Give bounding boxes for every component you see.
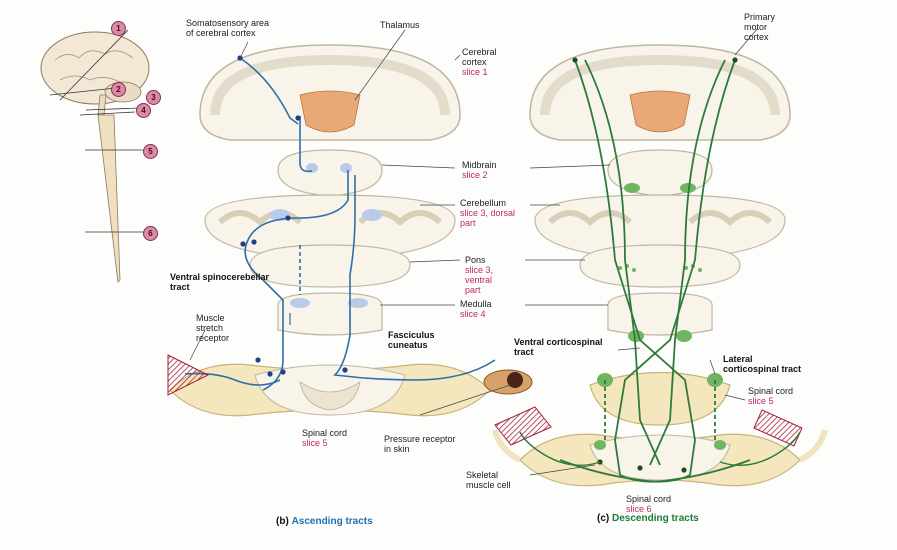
reference-brain xyxy=(41,30,149,282)
primary-motor-cortex-label: Primary motor cortex xyxy=(744,12,788,42)
spinal-cord-b-label: Spinal cord xyxy=(302,428,347,438)
ascending-pons-slice xyxy=(250,245,410,287)
medulla-label: Medulla xyxy=(460,299,492,309)
midbrain-slice-label: slice 2 xyxy=(462,170,488,180)
ascending-medulla-slice xyxy=(278,293,382,335)
midbrain-label: Midbrain xyxy=(462,160,497,170)
cerebral-cortex-slice-label: slice 1 xyxy=(462,67,488,77)
descending-medulla-slice xyxy=(608,293,712,342)
level-marker-3: 3 xyxy=(146,90,161,105)
thalamus-shape xyxy=(300,91,360,132)
level-marker-5: 5 xyxy=(143,144,158,159)
level-marker-6: 6 xyxy=(143,226,158,241)
somatosensory-label: Somatosensory area of cerebral cortex xyxy=(186,18,278,38)
caption-descending-title: Descending tracts xyxy=(612,513,699,524)
caption-descending: (c) Descending tracts xyxy=(597,513,699,524)
caption-ascending: (b) Ascending tracts xyxy=(276,516,373,527)
spinal-cord-c5-slice-label: slice 5 xyxy=(748,396,774,406)
skeletal-muscle-label: Skeletal muscle cell xyxy=(466,470,526,490)
fasciculus-cuneatus-label: Fasciculus cuneatus xyxy=(388,330,450,350)
skeletal-muscle-left-shape xyxy=(495,407,551,445)
muscle-stretch-receptor-label: Muscle stretch receptor xyxy=(196,313,244,343)
cerebral-cortex-label: Cerebral cortex xyxy=(462,47,506,67)
pons-slice-label: slice 3, ventral part xyxy=(465,265,510,295)
level-marker-1: 1 xyxy=(111,21,126,36)
descending-midbrain-slice xyxy=(608,150,712,196)
descending-spinal-cord5-slice xyxy=(590,373,730,426)
medulla-slice-label: slice 4 xyxy=(460,309,486,319)
descending-pons-slice xyxy=(580,245,740,287)
lateral-corticospinal-label: Lateral corticospinal tract xyxy=(723,354,809,374)
level-marker-2: 2 xyxy=(111,82,126,97)
pressure-receptor-label: Pressure receptor in skin xyxy=(384,434,464,454)
spinal-cord-c6-label: Spinal cord xyxy=(626,494,671,504)
descending-cortex-slice xyxy=(530,45,790,140)
caption-ascending-title: Ascending tracts xyxy=(292,516,373,527)
ascending-midbrain-slice xyxy=(278,150,382,196)
level-marker-4: 4 xyxy=(136,103,151,118)
spinal-cord-b-slice-label: slice 5 xyxy=(302,438,328,448)
cerebellum-slice-label: slice 3, dorsal part xyxy=(460,208,520,228)
caption-ascending-part: (b) xyxy=(276,516,289,527)
cerebellum-label: Cerebellum xyxy=(460,198,506,208)
caption-descending-part: (c) xyxy=(597,513,609,524)
spinal-cord-c5-label: Spinal cord xyxy=(748,386,793,396)
pons-label: Pons xyxy=(465,255,486,265)
ventral-corticospinal-label: Ventral corticospinal tract xyxy=(514,337,614,357)
pressure-receptor-shape xyxy=(484,370,532,394)
thalamus-label: Thalamus xyxy=(380,20,420,30)
ventral-spinocerebellar-label: Ventral spinocerebellar tract xyxy=(170,272,270,292)
